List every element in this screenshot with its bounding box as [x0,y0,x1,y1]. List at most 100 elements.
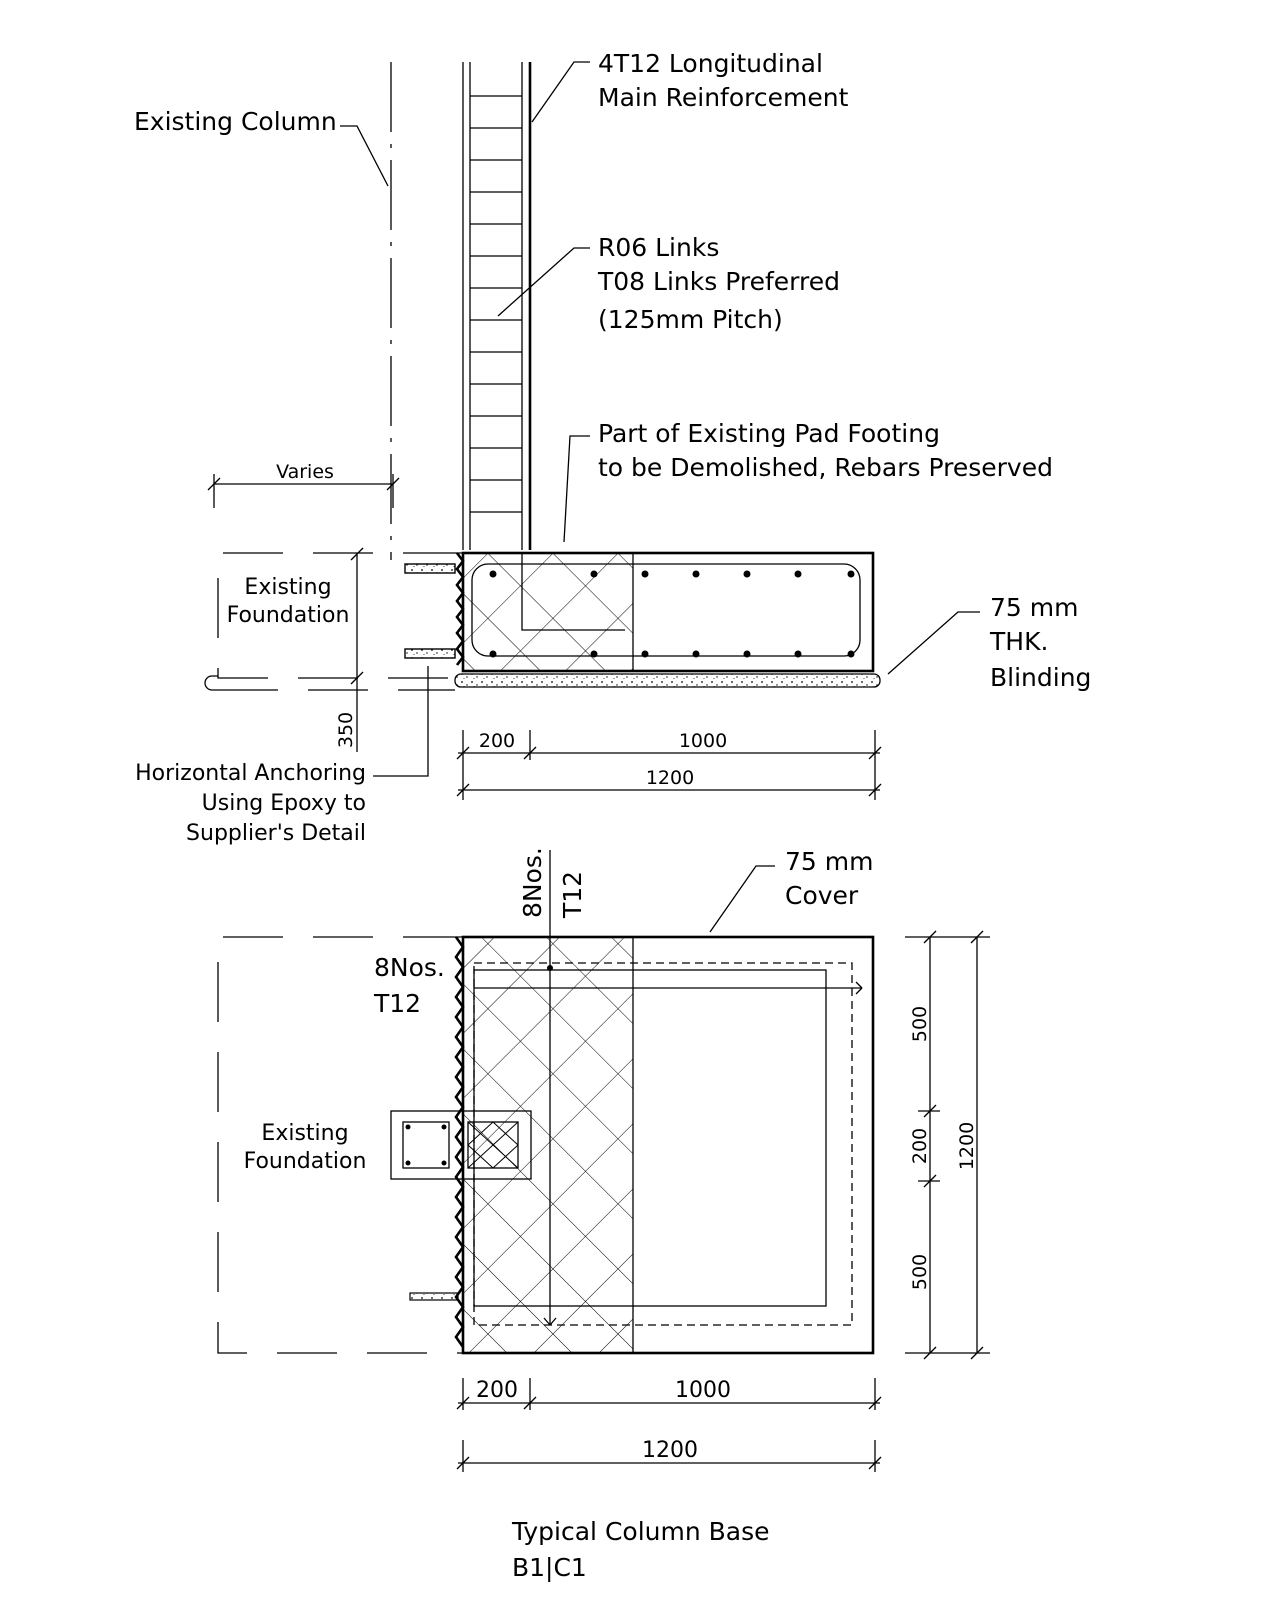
rebar-dot-top [590,570,598,578]
plan-break-line [454,936,465,1348]
links-leader [497,247,590,317]
rebar-dot-bottom [641,650,649,658]
pad-footing-label-line1: Part of Existing Pad Footing [598,419,940,448]
rebar-dot-bottom [692,650,700,658]
depth-350-label: 350 [335,712,357,748]
cover-leader [709,865,775,933]
anchoring-leader [373,666,429,777]
horizontal-anchor-top [404,563,456,574]
column-links [470,95,522,513]
links-label-line3: (125mm Pitch) [598,305,783,334]
plan-side-tick-4 [923,1346,937,1360]
plan-tick-2 [523,1396,537,1410]
depth-tick-bottom [350,671,364,685]
cover-label-line2: Cover [785,881,859,910]
anchoring-label-line2: Using Epoxy to [202,791,366,816]
vertical-bars-arrow-b [549,1317,557,1326]
varies-label: Varies [276,461,334,483]
new-footing-outline [461,551,875,673]
plan-side-500-top-label: 500 [909,1006,931,1042]
plan-tick-1 [456,1396,470,1410]
plan-tick-5 [868,1456,882,1470]
plan-tick-3 [868,1396,882,1410]
plan-dim-200-label: 200 [476,1378,518,1403]
existing-foundation-label-line1: Existing [244,575,331,600]
anchoring-label-line3: Supplier's Detail [186,821,366,846]
section-dim-200-label: 200 [479,730,515,752]
plan-side-tick-1 [923,930,937,944]
section-view: Existing Column 4T12 Longitudinal Main R… [134,49,1091,846]
existing-foundation-outline [217,552,463,679]
plan-column-section [390,1110,532,1180]
footing-rebar-dots [489,570,855,658]
rebar-dot-bottom [489,650,497,658]
rebar-dot-top [794,570,802,578]
section-tick-2 [523,746,537,760]
rebar-dot-bottom [794,650,802,658]
cover-label-line1: 75 mm [785,847,873,876]
plan-side-200-label: 200 [909,1128,931,1164]
plan-existing-foundation-line2: Foundation [244,1149,367,1174]
horizontal-anchor-bottom [404,648,456,659]
existing-foundation-label-line2: Foundation [227,603,350,628]
plan-side-tick-6 [970,1346,984,1360]
vertical-bars-marker-dot [547,965,553,971]
rebar-dot-top [641,570,649,578]
horizontal-bars-arrow-a [855,981,863,989]
depth-tick-top [350,547,364,561]
vertical-bars-label-line1: 8Nos. [518,847,547,918]
horizontal-bars-arrow-b [855,987,863,995]
plan-side-1200-label: 1200 [956,1122,978,1170]
links-label-line1: R06 Links [598,233,719,262]
plan-rebar-dashed [473,962,853,1326]
existing-blinding-end [204,675,218,691]
plan-horizontal-anchor [409,1292,459,1301]
plan-tick-4 [456,1456,470,1470]
rebar-dot-top [489,570,497,578]
plan-dim-1200-label: 1200 [642,1438,698,1463]
section-break-line [455,552,465,666]
existing-rebar-bend [521,553,625,631]
new-blinding-layer [454,673,881,688]
plan-side-tick-5 [970,930,984,944]
rebar-dot-top [847,570,855,578]
plan-demolished-pad-hatch [463,937,633,1353]
plan-rebar-solid [473,969,827,1307]
blinding-leader [887,611,980,675]
anchoring-label-line1: Horizontal Anchoring [135,761,366,786]
section-tick-1 [456,746,470,760]
varies-tick-left [207,477,221,491]
rebar-dot-bottom [590,650,598,658]
horizontal-bars-label-line1: 8Nos. [374,953,445,982]
rebar-dot-bottom [847,650,855,658]
plan-side-tick-3 [923,1174,937,1188]
plan-side-500-bottom-label: 500 [909,1254,931,1290]
section-tick-5 [868,783,882,797]
pad-footing-label-line2: to be Demolished, Rebars Preserved [598,453,1053,482]
existing-column-leader [340,125,389,187]
section-tick-4 [456,783,470,797]
footing-rebar-cage [471,563,861,657]
pad-footing-leader [563,435,590,543]
plan-existing-foundation-outline [217,936,463,1354]
blinding-label-line3: Blinding [990,663,1091,692]
plan-dim-1000-label: 1000 [675,1378,731,1403]
main-reinforcement-label-line1: 4T12 Longitudinal [598,49,823,78]
demolished-pad-hatch [463,553,633,671]
main-reinforcement-label-line2: Main Reinforcement [598,83,849,112]
rebar-dot-top [743,570,751,578]
rebar-dot-bottom [743,650,751,658]
varies-tick-right [386,477,400,491]
drawing-reference: B1|C1 [512,1553,587,1582]
section-dim-1200-label: 1200 [646,767,694,789]
plan-side-tick-2 [923,1104,937,1118]
section-tick-3 [868,746,882,760]
rebar-dot-top [692,570,700,578]
vertical-bars-label-line2: T12 [558,871,587,919]
vertical-bars-arrow-a [543,1317,551,1326]
section-dim-1000-label: 1000 [679,730,727,752]
main-reinforcement-leader [531,61,590,123]
blinding-label-line2: THK. [989,627,1048,656]
existing-column-label: Existing Column [134,107,337,136]
